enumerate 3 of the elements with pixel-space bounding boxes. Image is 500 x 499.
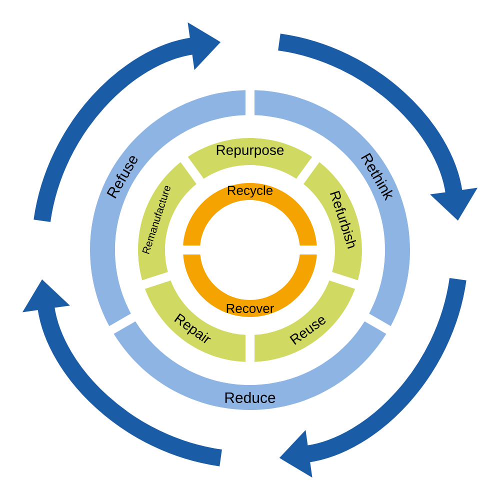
ring-segment: Recover: [183, 254, 317, 317]
ring-segment: Repurpose: [188, 138, 312, 179]
ring-segment: Recycle: [183, 183, 317, 246]
